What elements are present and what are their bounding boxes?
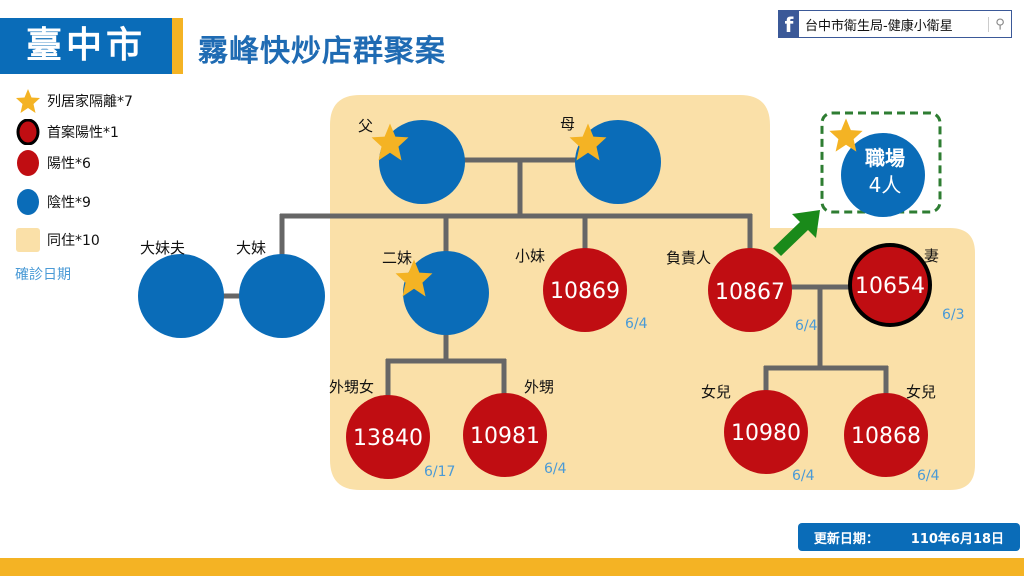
person-node-second-sister — [403, 251, 489, 335]
cohabit-square-icon — [15, 227, 41, 253]
case-number: 10980 — [731, 421, 801, 446]
confirm-date: 6/4 — [625, 316, 648, 332]
legend-label: 首案陽性*1 — [47, 125, 119, 141]
search-icon[interactable]: ⚲ — [988, 16, 1011, 32]
city-banner: 臺中市 — [0, 18, 172, 74]
role-label: 外甥女 — [329, 378, 374, 396]
facebook-icon: f — [779, 11, 799, 37]
confirm-date-legend: 確診日期 — [15, 267, 71, 283]
confirm-date: 6/4 — [917, 468, 940, 484]
role-label: 大妹 — [236, 239, 266, 257]
legend-item-quarantine: 列居家隔離*7 — [15, 88, 133, 114]
case-number: 10654 — [855, 274, 925, 299]
confirm-date: 6/4 — [792, 468, 815, 484]
person-node-niece — [346, 395, 430, 479]
negative-circle-icon — [15, 189, 41, 215]
confirm-date: 6/4 — [795, 318, 818, 334]
person-node-nephew — [463, 393, 547, 477]
legend-label: 陽性*6 — [47, 156, 91, 172]
person-node-elder-sister-husband — [138, 254, 224, 338]
star-icon — [15, 88, 41, 114]
confirm-date: 6/3 — [942, 307, 965, 323]
workplace-node — [841, 133, 925, 217]
role-label: 女兒 — [701, 383, 731, 401]
legend-label: 列居家隔離*7 — [47, 94, 133, 110]
update-date-badge: 更新日期： 110年6月18日 — [798, 523, 1020, 551]
legend-item-negative: 陰性*9 — [15, 189, 91, 215]
legend-item-index-case: 首案陽性*1 — [15, 119, 119, 145]
update-date: 110年6月18日 — [910, 531, 1005, 547]
case-number: 10868 — [851, 424, 921, 449]
person-node-daughter2 — [844, 393, 928, 477]
update-label: 更新日期： — [813, 531, 879, 547]
legend-label: 陰性*9 — [47, 195, 91, 211]
role-label: 二妹 — [382, 249, 412, 267]
confirm-date: 6/17 — [424, 464, 455, 480]
legend-item-positive: 陽性*6 — [15, 150, 91, 176]
index-case-circle-icon — [15, 119, 41, 145]
role-label: 女兒 — [906, 383, 936, 401]
confirm-date: 6/4 — [544, 461, 567, 477]
banner-stripe — [172, 18, 183, 74]
person-node-elder-sister — [239, 254, 325, 338]
facebook-search-bar[interactable]: f 台中市衛生局-健康小衛星 ⚲ — [778, 10, 1012, 38]
workplace-count: 4人 — [869, 173, 902, 197]
role-label: 大妹夫 — [140, 239, 185, 257]
case-number: 10869 — [550, 279, 620, 304]
facebook-page-name: 台中市衛生局-健康小衛星 — [805, 18, 953, 34]
case-number: 10867 — [715, 280, 785, 305]
bottom-bar — [0, 558, 1024, 576]
person-node-owner — [708, 248, 792, 332]
relation-lines — [220, 157, 889, 400]
legend-label: 同住*10 — [47, 233, 100, 249]
case-number: 13840 — [353, 426, 423, 451]
role-label: 外甥 — [524, 378, 554, 396]
legend-item-cohabit: 同住*10 — [15, 227, 100, 253]
cohabit-region — [330, 95, 975, 490]
person-node-daughter1 — [724, 390, 808, 474]
page-title: 霧峰快炒店群聚案 — [198, 34, 446, 69]
role-label: 母 — [560, 115, 575, 133]
role-label: 父 — [358, 117, 373, 135]
positive-circle-icon — [15, 150, 41, 176]
role-label: 小妹 — [515, 247, 545, 265]
workplace-label: 職場 — [865, 146, 905, 170]
case-number: 10981 — [470, 424, 540, 449]
role-label: 負責人 — [666, 249, 711, 267]
person-node-wife — [848, 243, 932, 327]
person-node-youngest-sister — [543, 248, 627, 332]
arrow-icon — [773, 210, 820, 256]
role-label: 妻 — [924, 247, 939, 265]
